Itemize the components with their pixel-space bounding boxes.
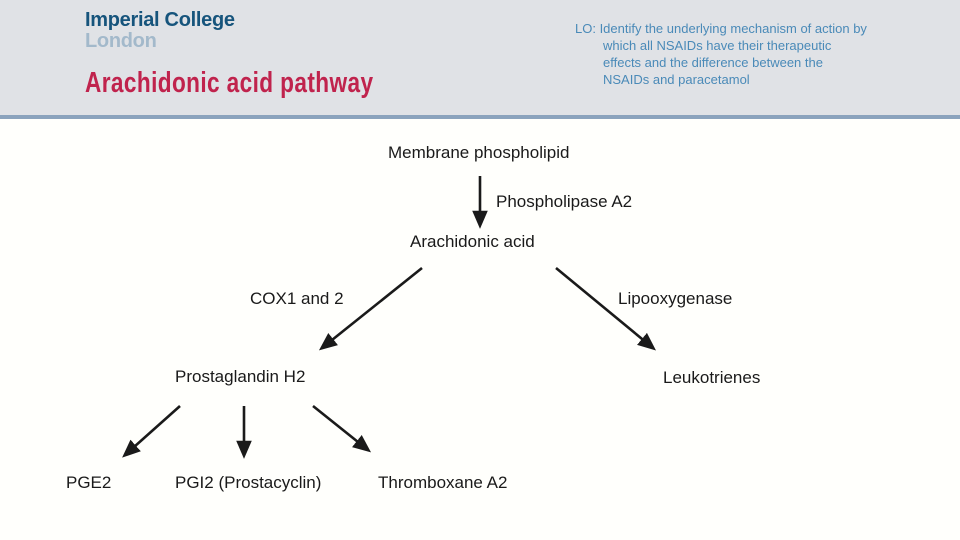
label-phospholipase-a2: Phospholipase A2 [496, 192, 633, 211]
arrow-cox [318, 266, 423, 351]
node-prostaglandin-h2: Prostaglandin H2 [175, 367, 306, 386]
header-separator-line [0, 115, 960, 119]
node-pge2: PGE2 [66, 473, 112, 492]
arrow-lipooxygenase [555, 266, 657, 351]
learning-objective-line: NSAIDs and paracetamol [603, 72, 750, 87]
label-lipooxygenase: Lipooxygenase [618, 289, 733, 308]
learning-objective-line: effects and the difference between the [603, 55, 823, 70]
slide-header: Imperial College London Arachidonic acid… [0, 0, 960, 115]
learning-objective: LO: Identify the underlying mechanism of… [575, 20, 920, 88]
logo-line-2: London [85, 30, 157, 52]
arrow-to-pge2 [122, 405, 181, 458]
node-leukotrienes: Leukotrienes [663, 368, 761, 387]
learning-objective-line: which all NSAIDs have their therapeutic [603, 38, 832, 53]
node-pgi2: PGI2 (Prostacyclin) [175, 473, 322, 492]
label-cox1-and-2: COX1 and 2 [250, 289, 344, 308]
imperial-college-logo: Imperial College London [85, 10, 235, 52]
arrow-to-thromboxane [312, 404, 372, 453]
page-title: Arachidonic acid pathway [85, 67, 374, 99]
arrow-layer [122, 176, 657, 459]
node-thromboxane-a2: Thromboxane A2 [378, 473, 508, 492]
arachidonic-pathway-diagram: Membrane phospholipid Phospholipase A2 A… [0, 119, 960, 540]
node-membrane-phospholipid: Membrane phospholipid [388, 143, 570, 162]
node-arachidonic-acid: Arachidonic acid [410, 232, 535, 251]
logo-line-1: Imperial College [85, 9, 235, 31]
learning-objective-line: LO: Identify the underlying mechanism of… [575, 21, 867, 36]
